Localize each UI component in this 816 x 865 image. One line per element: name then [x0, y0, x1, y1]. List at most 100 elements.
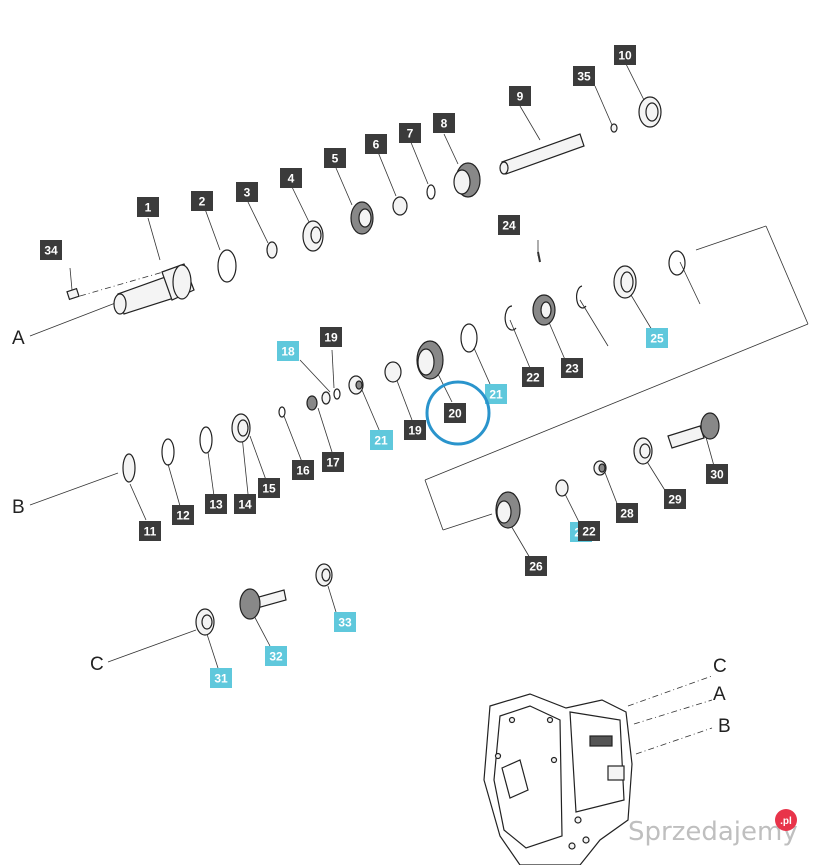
part-tag-number: 25 [650, 332, 664, 346]
part-tag-35[interactable]: 35 [573, 66, 595, 86]
part-tag-number: 34 [44, 244, 58, 258]
part-tag-box [578, 521, 600, 541]
part-tag-8[interactable]: 8 [433, 113, 455, 133]
part-tag-19[interactable]: 19 [320, 327, 342, 347]
part-31-bearing [315, 563, 333, 587]
part-tag-number: 5 [332, 152, 339, 166]
part-tag-22[interactable]: 22 [578, 521, 600, 541]
watermark-text: Sprzedajemy [628, 817, 798, 847]
part-tag-29[interactable]: 29 [664, 489, 686, 509]
part-tag-3[interactable]: 3 [236, 182, 258, 202]
part-tag-number: 19 [324, 331, 338, 345]
part-tag-number: 24 [502, 219, 516, 233]
part-tag-10[interactable]: 10 [614, 45, 636, 65]
part-tag-box [324, 148, 346, 168]
part-34-washer [321, 391, 331, 405]
part-22-snap-ring [504, 305, 517, 331]
part-11-ring [122, 453, 136, 483]
part-tag-11[interactable]: 11 [139, 521, 161, 541]
part-tag-box [573, 66, 595, 86]
part-tag-33[interactable]: 33 [334, 612, 356, 632]
part-tag-box [509, 86, 531, 106]
part-29-bearing [195, 608, 215, 636]
part-tag-16[interactable]: 16 [292, 460, 314, 480]
part-tag-box [234, 494, 256, 514]
part-tag-15[interactable]: 15 [258, 478, 280, 498]
part-tag-7[interactable]: 7 [399, 123, 421, 143]
part-tag-box [561, 358, 583, 378]
part-tag-23[interactable]: 23 [561, 358, 583, 378]
part-tag-box [664, 489, 686, 509]
part-tag-box [172, 505, 194, 525]
part-tag-30[interactable]: 30 [706, 464, 728, 484]
part-tag-17[interactable]: 17 [322, 452, 344, 472]
part-tag-1[interactable]: 1 [137, 197, 159, 217]
part-27-bearing [633, 437, 653, 465]
part-tag-box [280, 168, 302, 188]
part-24-pin [537, 251, 541, 263]
part-tag-14[interactable]: 14 [234, 494, 256, 514]
part-tag-6[interactable]: 6 [365, 134, 387, 154]
part-12-snap-ring [161, 438, 175, 466]
part-tag-box [444, 403, 466, 423]
part-tag-26[interactable]: 26 [525, 556, 547, 576]
part-tag-number: 32 [269, 650, 283, 664]
part-20-gear [416, 340, 444, 380]
part-tag-number: 33 [338, 616, 352, 630]
part-tag-box [646, 328, 668, 348]
watermark-badge: .pl [780, 816, 792, 827]
part-30-gear-shaft [239, 588, 287, 620]
part-tag-12[interactable]: 12 [172, 505, 194, 525]
part-tag-19[interactable]: 19 [404, 420, 426, 440]
part-tag-32[interactable]: 32 [265, 646, 287, 666]
part-tag-number: 22 [582, 525, 596, 539]
part-tag-box [498, 215, 520, 235]
part-tag-13[interactable]: 13 [205, 494, 227, 514]
part-tag-box [404, 420, 426, 440]
part-tag-21[interactable]: 21 [485, 384, 507, 404]
part-tag-box [706, 464, 728, 484]
part-tag-22[interactable]: 22 [522, 367, 544, 387]
part-25-bearing [613, 265, 637, 299]
part-23-gear [532, 294, 556, 326]
part-tag-4[interactable]: 4 [280, 168, 302, 188]
part-32-bolt [66, 287, 80, 301]
part-8-shaft [499, 133, 585, 175]
part-tag-box [616, 503, 638, 523]
part-tag-9[interactable]: 9 [509, 86, 531, 106]
part-tag-box [205, 494, 227, 514]
part-tag-21[interactable]: 21 [370, 430, 392, 450]
part-tag-number: 3 [244, 186, 251, 200]
row-a-lines [29, 63, 645, 337]
part-tag-number: 14 [238, 498, 252, 512]
part-tag-5[interactable]: 5 [324, 148, 346, 168]
part-26-gear [495, 491, 521, 529]
part-19-bushing [384, 361, 402, 383]
axis-letter-a-ref: A [713, 684, 726, 705]
part-tag-box [258, 478, 280, 498]
part-19b-bushing [555, 479, 569, 497]
part-tag-24[interactable]: 24 [498, 215, 520, 235]
part-tag-number: 8 [441, 117, 448, 131]
part-tag-34[interactable]: 34 [40, 240, 62, 260]
part-tag-20[interactable]: 20 [444, 403, 466, 423]
part-tag-number: 21 [374, 434, 388, 448]
part-16-ring [278, 406, 286, 418]
part-tag-2[interactable]: 2 [191, 191, 213, 211]
part-13-ring [199, 426, 213, 454]
transmission-housing [483, 675, 713, 865]
part-tag-box [614, 45, 636, 65]
part-tag-18[interactable]: 18 [277, 341, 299, 361]
part-tag-31[interactable]: 31 [210, 668, 232, 688]
part-tag-box [399, 123, 421, 143]
part-tag-box [525, 556, 547, 576]
part-tag-25[interactable]: 25 [646, 328, 668, 348]
part-number-tags: 1234567891011121314151617181920212223242… [40, 45, 728, 688]
row-b-lines [29, 225, 809, 559]
part-tag-box [334, 612, 356, 632]
part-tag-28[interactable]: 28 [616, 503, 638, 523]
part-21-ring [460, 323, 478, 353]
part-tag-number: 9 [517, 90, 524, 104]
